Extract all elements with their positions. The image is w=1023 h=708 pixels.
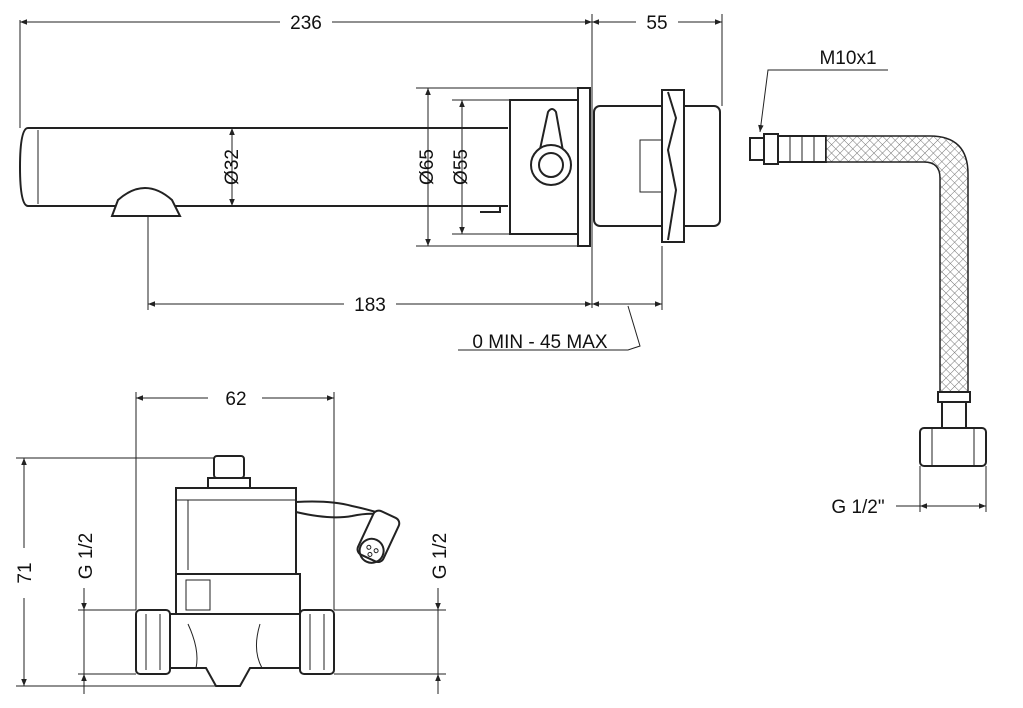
dimension-valve-outlet: G 1/2	[334, 533, 451, 694]
dimension-spout-diameter: Ø32	[222, 128, 243, 206]
dim-hose-thread-label: G 1/2"	[831, 497, 884, 518]
dimension-outlet-to-wall: 183	[147, 216, 592, 316]
dimension-connector-thread: M10x1	[758, 48, 888, 133]
dim-flange-diameter-label: Ø65	[417, 149, 438, 185]
dim-rosette-diameter-label: Ø55	[451, 149, 472, 185]
dim-valve-outlet-label: G 1/2	[430, 533, 451, 579]
dimension-rosette-diameter: Ø55	[451, 99, 510, 235]
dimension-spout-length: 236	[19, 13, 593, 308]
spout-view	[18, 87, 721, 247]
dimension-valve-width: 62	[135, 389, 335, 610]
dimension-flange-diameter: Ø65	[416, 87, 578, 247]
dim-spout-length-label: 236	[290, 13, 322, 34]
solenoid-valve-view	[135, 455, 401, 687]
dimension-hose-thread: G 1/2"	[831, 466, 987, 518]
dim-body-depth-label: 55	[646, 13, 667, 34]
dimension-wall-range: 0 MIN - 45 MAX	[458, 246, 663, 353]
dim-valve-height-label: 71	[15, 562, 36, 583]
flex-hose	[749, 133, 987, 467]
dimension-valve-inlet: G 1/2	[76, 533, 136, 694]
dimension-valve-height: 71	[15, 457, 216, 687]
dim-valve-inlet-label: G 1/2	[76, 533, 97, 579]
dimension-body-depth: 55	[592, 13, 723, 106]
dim-valve-width-label: 62	[225, 389, 246, 410]
dim-wall-range-label: 0 MIN - 45 MAX	[472, 332, 607, 353]
dim-outlet-to-wall-label: 183	[354, 295, 386, 316]
dim-connector-thread-label: M10x1	[819, 48, 876, 69]
dim-spout-diameter-label: Ø32	[222, 149, 243, 185]
